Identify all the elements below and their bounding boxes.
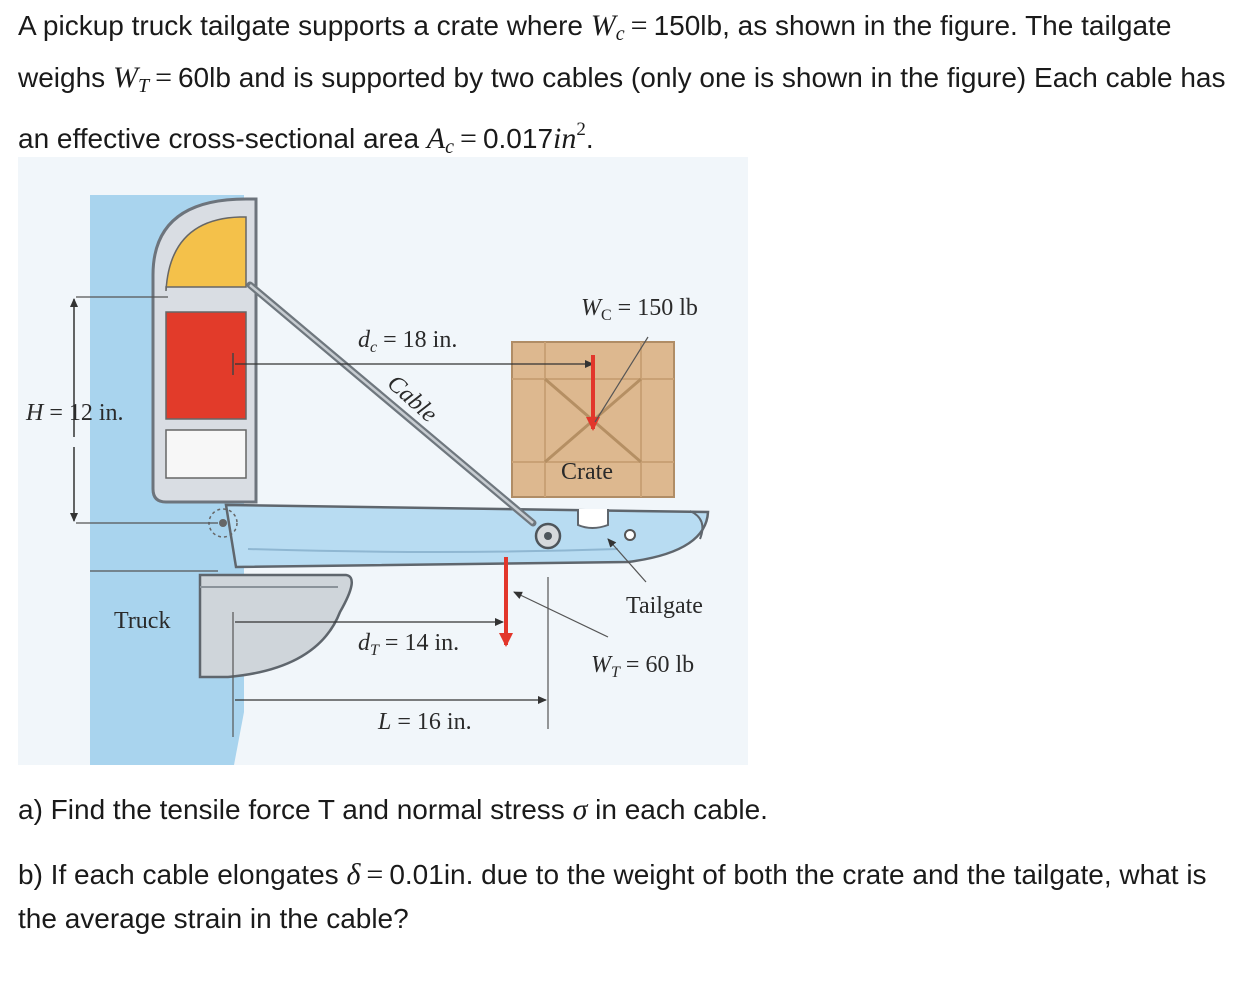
taillight-red-lens bbox=[165, 311, 247, 420]
label-tailgate: Tailgate bbox=[626, 593, 703, 619]
equals-sign: = bbox=[460, 122, 477, 155]
label-h: H = 12 in. bbox=[25, 400, 124, 426]
wc-value: 150lb bbox=[653, 10, 723, 41]
question-b-text-2: due to the weight of both the crate and … bbox=[18, 859, 1207, 934]
label-dc: dc = 18 in. bbox=[358, 327, 457, 356]
cable-anchor-center bbox=[544, 532, 552, 540]
question-b-text-1: b) If each cable elongates bbox=[18, 859, 347, 890]
label-l: L = 16 in. bbox=[377, 709, 472, 735]
wt-value: 60lb bbox=[177, 62, 231, 93]
question-a: a) Find the tensile force T and normal s… bbox=[18, 788, 768, 832]
intro-end: . bbox=[585, 123, 594, 154]
bumper bbox=[198, 573, 353, 679]
problem-statement: A pickup truck tailgate supports a crate… bbox=[18, 4, 1242, 169]
wc-symbol: Wc bbox=[590, 9, 625, 45]
question-b: b) If each cable elongates δ=0.01in. due… bbox=[18, 853, 1238, 941]
wt-symbol: WT bbox=[112, 61, 150, 97]
label-dt: dT = 14 in. bbox=[358, 630, 459, 659]
sigma-symbol: σ bbox=[572, 793, 588, 826]
ac-unit: in2 bbox=[553, 119, 586, 155]
label-wc: WC = 150 lb bbox=[581, 295, 698, 324]
ac-value: 0.017 bbox=[482, 123, 554, 154]
equals-sign: = bbox=[155, 61, 172, 94]
tailgate-end bbox=[689, 510, 704, 540]
label-wt: WT = 60 lb bbox=[591, 652, 694, 681]
taillight-clear-lens bbox=[165, 429, 247, 479]
hinge-pin bbox=[219, 519, 227, 527]
equals-sign: = bbox=[630, 9, 648, 42]
ac-symbol: Ac bbox=[426, 122, 455, 158]
wt-leader bbox=[513, 591, 609, 638]
tailgate-notch bbox=[577, 509, 609, 529]
question-a-text-1: a) Find the tensile force T and normal s… bbox=[18, 794, 573, 825]
delta-symbol: δ bbox=[346, 858, 361, 891]
wc-leader bbox=[594, 336, 649, 423]
question-a-text-2: in each cable. bbox=[587, 794, 768, 825]
latch-pin bbox=[624, 529, 636, 541]
tailgate-groove bbox=[247, 548, 619, 553]
intro-text-3: and is supported by two cables (only one… bbox=[18, 62, 1226, 154]
label-truck: Truck bbox=[114, 608, 170, 634]
intro-text-2: , as shown in the figure. The tailgate w… bbox=[18, 10, 1172, 93]
equals-sign: = bbox=[366, 858, 384, 891]
cable-highlight bbox=[249, 284, 534, 524]
intro-text-1: A pickup truck tailgate supports a crate… bbox=[18, 10, 591, 41]
elongation-value: 0.01in. bbox=[389, 859, 474, 890]
tailgate-leader bbox=[607, 538, 647, 583]
tailgate-figure: WC = 150 lb dc = 18 in. Cable H = 12 in.… bbox=[18, 157, 748, 765]
label-crate: Crate bbox=[561, 459, 613, 485]
taillight-amber-lens bbox=[165, 216, 247, 292]
